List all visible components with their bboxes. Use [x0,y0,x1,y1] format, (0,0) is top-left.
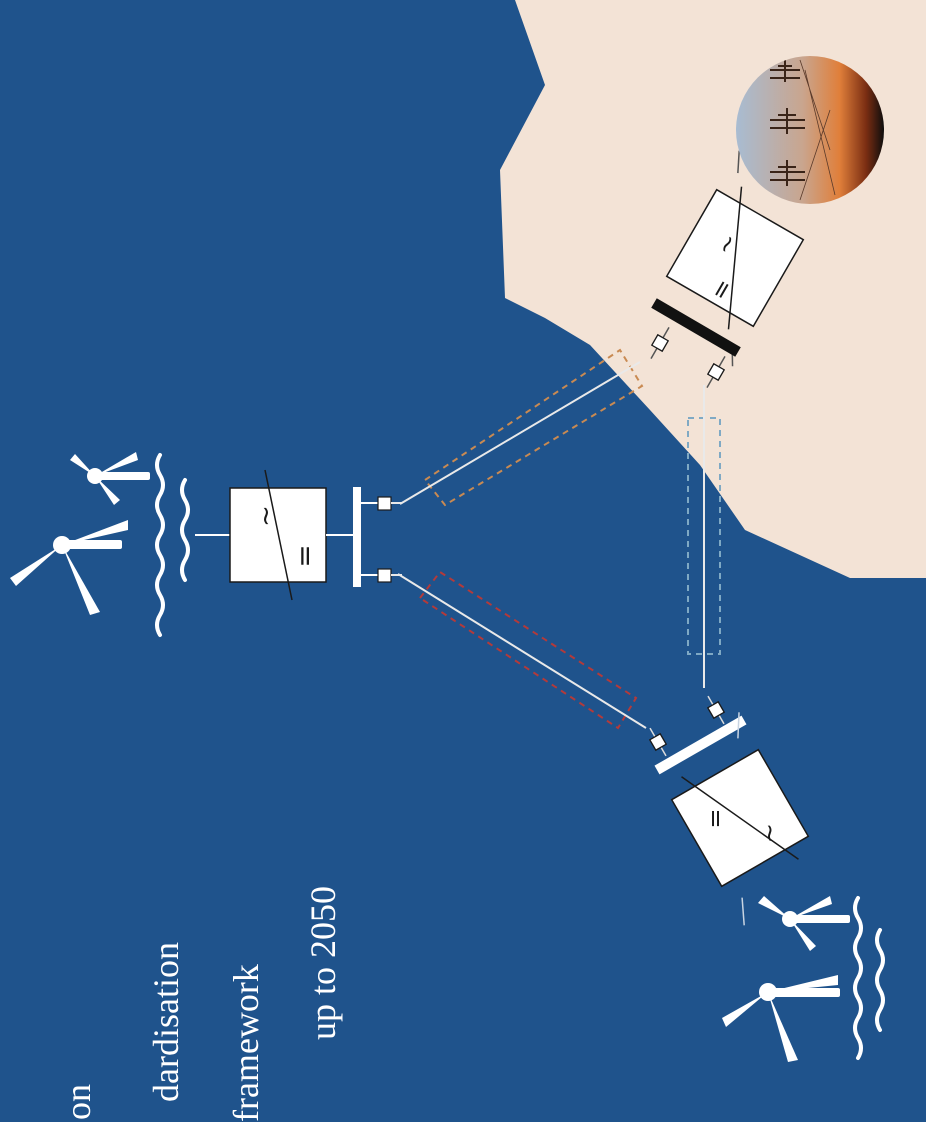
text-line-4: up to 2050 [303,885,343,1040]
cable-hub-to-platform [397,573,647,729]
cable-corridor-red [418,570,638,730]
platform-ac-symbol: ~ [756,823,784,843]
platform-busbar [654,715,747,775]
transmission-tower-photo [736,56,884,204]
cable-corridor-orange [423,348,644,507]
onshore-converter-station: ~ = [665,150,805,367]
text-line-1: on [58,1084,98,1120]
wind-turbine-icon [10,520,128,615]
text-line-3: framework [226,964,266,1122]
onshore-busbar [651,298,741,357]
cable-hub-to-onshore [399,361,641,505]
platform-breaker-right [706,695,726,725]
onshore-breaker-lower [706,356,726,388]
wind-turbine-icon [70,452,150,505]
text-line-2: dardisation [146,942,186,1102]
wind-turbine-icon [722,975,840,1062]
onshore-breaker-upper [650,327,670,359]
platform-breaker-left [648,727,668,757]
platform-dc-symbol: = [701,809,729,829]
offshore-grid-diagram: ~ = ~ = [10,0,926,1062]
waves-icon [853,896,885,1060]
wind-turbine-icon [758,896,850,951]
platform-converter-station: = ~ [670,712,810,926]
hub-busbar [353,487,361,587]
hub-ac-symbol: ~ [251,505,281,527]
hub-converter-icon: ~ = [229,469,327,601]
waves-icon [155,453,190,637]
hub-breaker-top [377,496,392,511]
hub-dc-symbol: = [288,544,321,567]
hub-breaker-bottom [377,568,392,583]
